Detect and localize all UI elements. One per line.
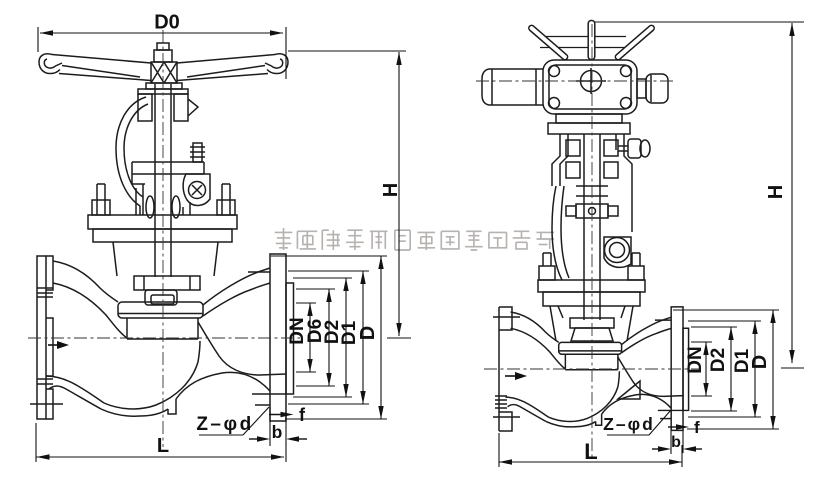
svg-text:Z–φd: Z–φd xyxy=(196,414,253,435)
svg-text:Z–φd: Z–φd xyxy=(603,414,655,434)
svg-text:L: L xyxy=(157,435,169,457)
svg-text:f: f xyxy=(299,405,306,425)
svg-text:L: L xyxy=(584,439,597,464)
svg-text:D1: D1 xyxy=(339,320,360,345)
svg-text:b: b xyxy=(671,434,681,451)
svg-text:f: f xyxy=(694,418,700,437)
svg-text:D2: D2 xyxy=(708,348,729,372)
svg-text:b: b xyxy=(272,422,283,442)
svg-text:D0: D0 xyxy=(154,12,180,34)
svg-text:DN: DN xyxy=(287,317,308,344)
svg-text:DN: DN xyxy=(685,346,706,373)
svg-text:D2: D2 xyxy=(322,320,343,344)
svg-text:H: H xyxy=(765,185,787,199)
svg-text:D1: D1 xyxy=(732,348,753,373)
svg-text:H: H xyxy=(380,183,402,197)
svg-text:D: D xyxy=(749,355,771,369)
svg-text:D: D xyxy=(357,326,379,340)
svg-text:D6: D6 xyxy=(305,319,326,343)
